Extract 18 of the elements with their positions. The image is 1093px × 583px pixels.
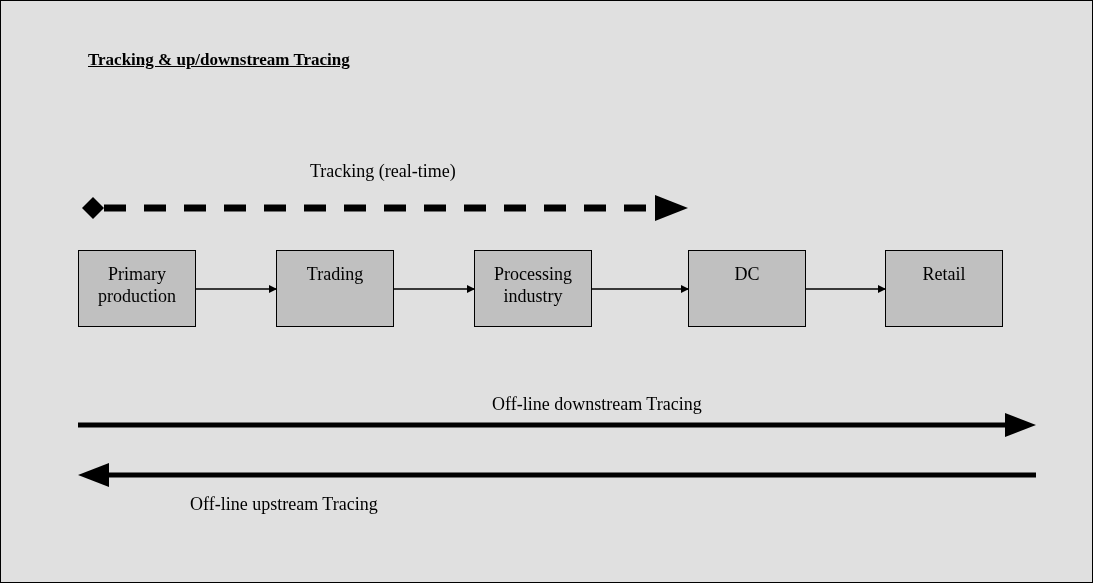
process-box (276, 250, 394, 327)
arrow-caption: Off-line upstream Tracing (190, 494, 378, 515)
arrow-caption: Tracking (real-time) (310, 161, 456, 182)
process-label: DC (734, 263, 760, 285)
process-box (885, 250, 1003, 327)
arrow (195, 285, 277, 293)
process-label: Retail (922, 263, 966, 285)
process-label: Trading (306, 263, 364, 285)
process-label: Processing industry (493, 263, 573, 307)
diagram-title: Tracking & up/downstream Tracing (88, 50, 350, 70)
process-box (474, 250, 592, 327)
process-box (78, 250, 196, 327)
process-box (688, 250, 806, 327)
process-label: Primary production (97, 263, 177, 307)
arrow (393, 285, 475, 293)
arrow-caption: Off-line downstream Tracing (492, 394, 702, 415)
arrow (805, 285, 886, 293)
arrow (591, 285, 689, 293)
